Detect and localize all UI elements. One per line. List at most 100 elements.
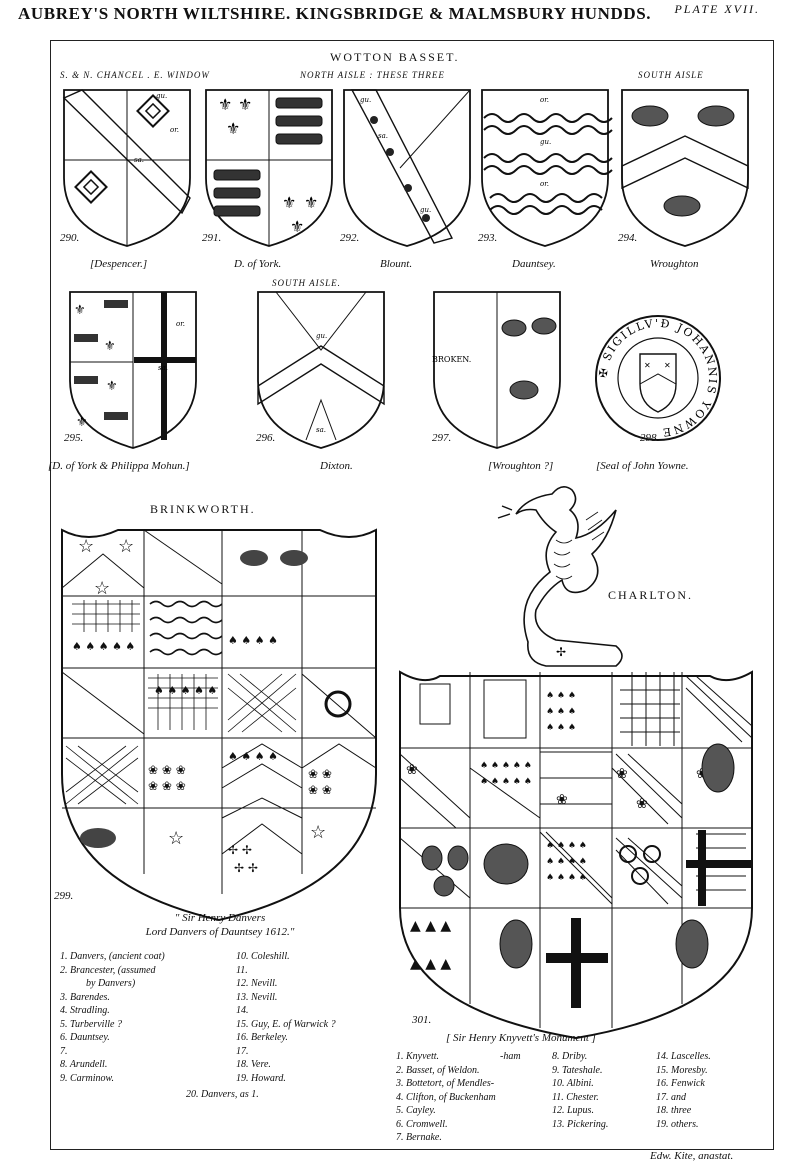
label-south-aisle-1: SOUTH AISLE — [638, 70, 704, 80]
list-item: 6. Cromwell. — [396, 1118, 448, 1130]
shield-caption-298: [Seal of John Yowne. — [596, 460, 689, 472]
list-item: 13. Nevill. — [236, 991, 278, 1003]
shield-number-299: 299. — [54, 890, 74, 902]
svg-text:❀ ❀: ❀ ❀ — [308, 783, 332, 797]
svg-text:♠ ♠ ♠: ♠ ♠ ♠ — [546, 707, 576, 717]
svg-text:gu.: gu. — [540, 138, 551, 146]
svg-text:⚜: ⚜ — [76, 415, 88, 430]
list-item: 16. Fenwick — [656, 1078, 705, 1089]
quote-line-1: " Sir Henry Danvers — [174, 912, 266, 924]
svg-text:❀ ❀ ❀: ❀ ❀ ❀ — [148, 763, 186, 777]
label-north-aisle: NORTH AISLE : THESE THREE — [300, 70, 445, 80]
list-item: 2. Basset, of Weldon. — [396, 1064, 480, 1076]
svg-text:❀: ❀ — [636, 796, 648, 812]
shield-292-blount: gu. sa. gu. — [343, 89, 471, 247]
section-title-charlton: CHARLTON. — [608, 588, 694, 602]
svg-text:⚜: ⚜ — [290, 217, 304, 236]
shield-caption-296: Dixton. — [320, 460, 353, 472]
shield-number-298: 298. — [640, 432, 660, 444]
svg-text:gu.: gu. — [316, 332, 327, 340]
list-item: 8. Arundell. — [60, 1059, 108, 1070]
charlton-list-a-continuation: -ham — [500, 1051, 521, 1062]
svg-text:⚜: ⚜ — [226, 119, 240, 138]
list-item: 9. Carminow. — [60, 1072, 114, 1084]
list-item: 13. Pickering. — [552, 1118, 609, 1130]
shield-number-291: 291. — [202, 232, 222, 244]
list-item: 15. Moresby. — [656, 1064, 708, 1076]
shield-caption-291: D. of York. — [234, 258, 282, 270]
svg-text:or.: or. — [540, 96, 549, 104]
shield-299-brinkworth-quarterly: ☆☆☆☆☆ ♠ ♠ ♠ ♠ ♠♠ ♠ ♠ ♠♠ ♠ ♠ ♠♠ ♠ ♠ ♠ ♠ ✢… — [61, 528, 377, 922]
list-item: 9. Tateshale. — [552, 1064, 603, 1076]
list-item: 2. Brancester, (assumed — [60, 964, 156, 976]
list-item: 5. Cayley. — [396, 1105, 436, 1116]
svg-text:❀: ❀ — [616, 766, 628, 782]
svg-text:♠ ♠ ♠ ♠ ♠: ♠ ♠ ♠ ♠ ♠ — [154, 684, 217, 697]
svg-text:♠ ♠ ♠ ♠ ♠: ♠ ♠ ♠ ♠ ♠ — [72, 640, 135, 653]
crest-dragon: ✢ — [497, 486, 623, 667]
shield-caption-297: [Wroughton ?] — [488, 460, 554, 472]
shield-291-duke-of-york: ⚜⚜ ⚜ ⚜⚜ ⚜ — [205, 89, 333, 247]
svg-text:❀: ❀ — [556, 792, 568, 808]
brinkworth-list-left: 1. Danvers, (ancient coat) 2. Brancester… — [60, 950, 165, 1085]
list-item: 16. Berkeley. — [236, 1032, 288, 1043]
svg-text:❀: ❀ — [696, 766, 708, 782]
engraver-credit: Edw. Kite, anastat. — [650, 1150, 734, 1162]
charlton-list-c: 14. Lascelles. 15. Moresby. 16. Fenwick … — [656, 1050, 711, 1131]
list-item: 11. — [236, 964, 248, 976]
svg-text:✢ ✢: ✢ ✢ — [228, 843, 252, 857]
charlton-list-a: 1. Knyvett. 2. Basset, of Weldon. 3. Bot… — [396, 1050, 496, 1145]
list-item: 19. Howard. — [236, 1072, 286, 1084]
svg-text:sa.: sa. — [316, 426, 326, 434]
list-item: 12. Nevill. — [236, 978, 278, 989]
list-item: 14. Lascelles. — [656, 1051, 711, 1062]
svg-text:⚜: ⚜ — [74, 303, 86, 318]
broken-label: BROKEN. — [432, 355, 471, 364]
list-item: 8. Driby. — [552, 1051, 588, 1062]
list-item: 17. — [236, 1045, 249, 1057]
svg-text:♠ ♠ ♠ ♠: ♠ ♠ ♠ ♠ — [228, 634, 278, 647]
list-item: 7. — [60, 1045, 68, 1057]
svg-text:☆: ☆ — [78, 536, 94, 557]
svg-text:⚜: ⚜ — [104, 339, 116, 354]
svg-text:or.: or. — [540, 180, 549, 188]
svg-text:☆: ☆ — [118, 536, 134, 557]
list-item: 1. Knyvett. — [396, 1051, 440, 1062]
list-item: 12. Lupus. — [552, 1105, 594, 1116]
shield-caption-295: [D. of York & Philippa Mohun.] — [48, 460, 190, 472]
brinkworth-list-footer: 20. Danvers, as 1. — [186, 1089, 259, 1100]
shield-301-charlton-quarterly: ♠ ♠ ♠♠ ♠ ♠♠ ♠ ♠ ♠ ♠ ♠ ♠ ♠♠ ♠ ♠ ♠ ♠♠ ♠ ♠ … — [399, 670, 753, 1040]
list-item: 4. Stradling. — [60, 1005, 110, 1016]
shield-caption-290: [Despencer.] — [90, 258, 148, 270]
shield-caption-293: Dauntsey. — [512, 258, 556, 270]
svg-text:♠ ♠ ♠ ♠ ♠: ♠ ♠ ♠ ♠ ♠ — [480, 761, 532, 771]
shield-297-wroughton: BROKEN. — [432, 291, 561, 449]
svg-text:▲ ▲ ▲: ▲ ▲ ▲ — [410, 918, 451, 934]
shield-number-296: 296. — [256, 432, 276, 444]
shield-number-297: 297. — [432, 432, 452, 444]
list-item: 10. Albini. — [552, 1078, 594, 1089]
svg-text:▲ ▲ ▲: ▲ ▲ ▲ — [410, 956, 451, 972]
monument-caption: [ Sir Henry Knyvett's Monument ] — [446, 1032, 596, 1044]
svg-text:♠ ♠ ♠ ♠: ♠ ♠ ♠ ♠ — [546, 857, 587, 867]
svg-text:♠ ♠ ♠: ♠ ♠ ♠ — [546, 691, 576, 701]
svg-text:☆: ☆ — [94, 578, 110, 599]
list-item: 6. Dauntsey. — [60, 1032, 110, 1043]
svg-text:♠ ♠ ♠: ♠ ♠ ♠ — [546, 723, 576, 733]
shield-number-290: 290. — [60, 232, 80, 244]
svg-text:sa.: sa. — [378, 132, 388, 140]
svg-text:⚜: ⚜ — [282, 193, 296, 212]
list-item: 5. Turberville ? — [60, 1018, 122, 1030]
list-item: 3. Bottetort, of Mendles- — [396, 1078, 495, 1089]
svg-text:or.: or. — [170, 126, 179, 134]
shield-number-301: 301. — [412, 1014, 432, 1026]
shield-number-295: 295. — [64, 432, 84, 444]
list-item: 18. three — [656, 1105, 692, 1116]
svg-text:or.: or. — [176, 320, 185, 328]
list-item: by Danvers) — [86, 978, 136, 989]
seal-legend: ✠ SIGILLV'Ð JOHANNIS YOWNE — [597, 317, 720, 439]
plate-frame — [50, 40, 774, 1150]
svg-text:✕: ✕ — [644, 361, 651, 370]
svg-text:✢: ✢ — [556, 645, 566, 659]
shield-295-york-mohun: ⚜⚜ ⚜⚜ sa. or. — [69, 291, 197, 449]
